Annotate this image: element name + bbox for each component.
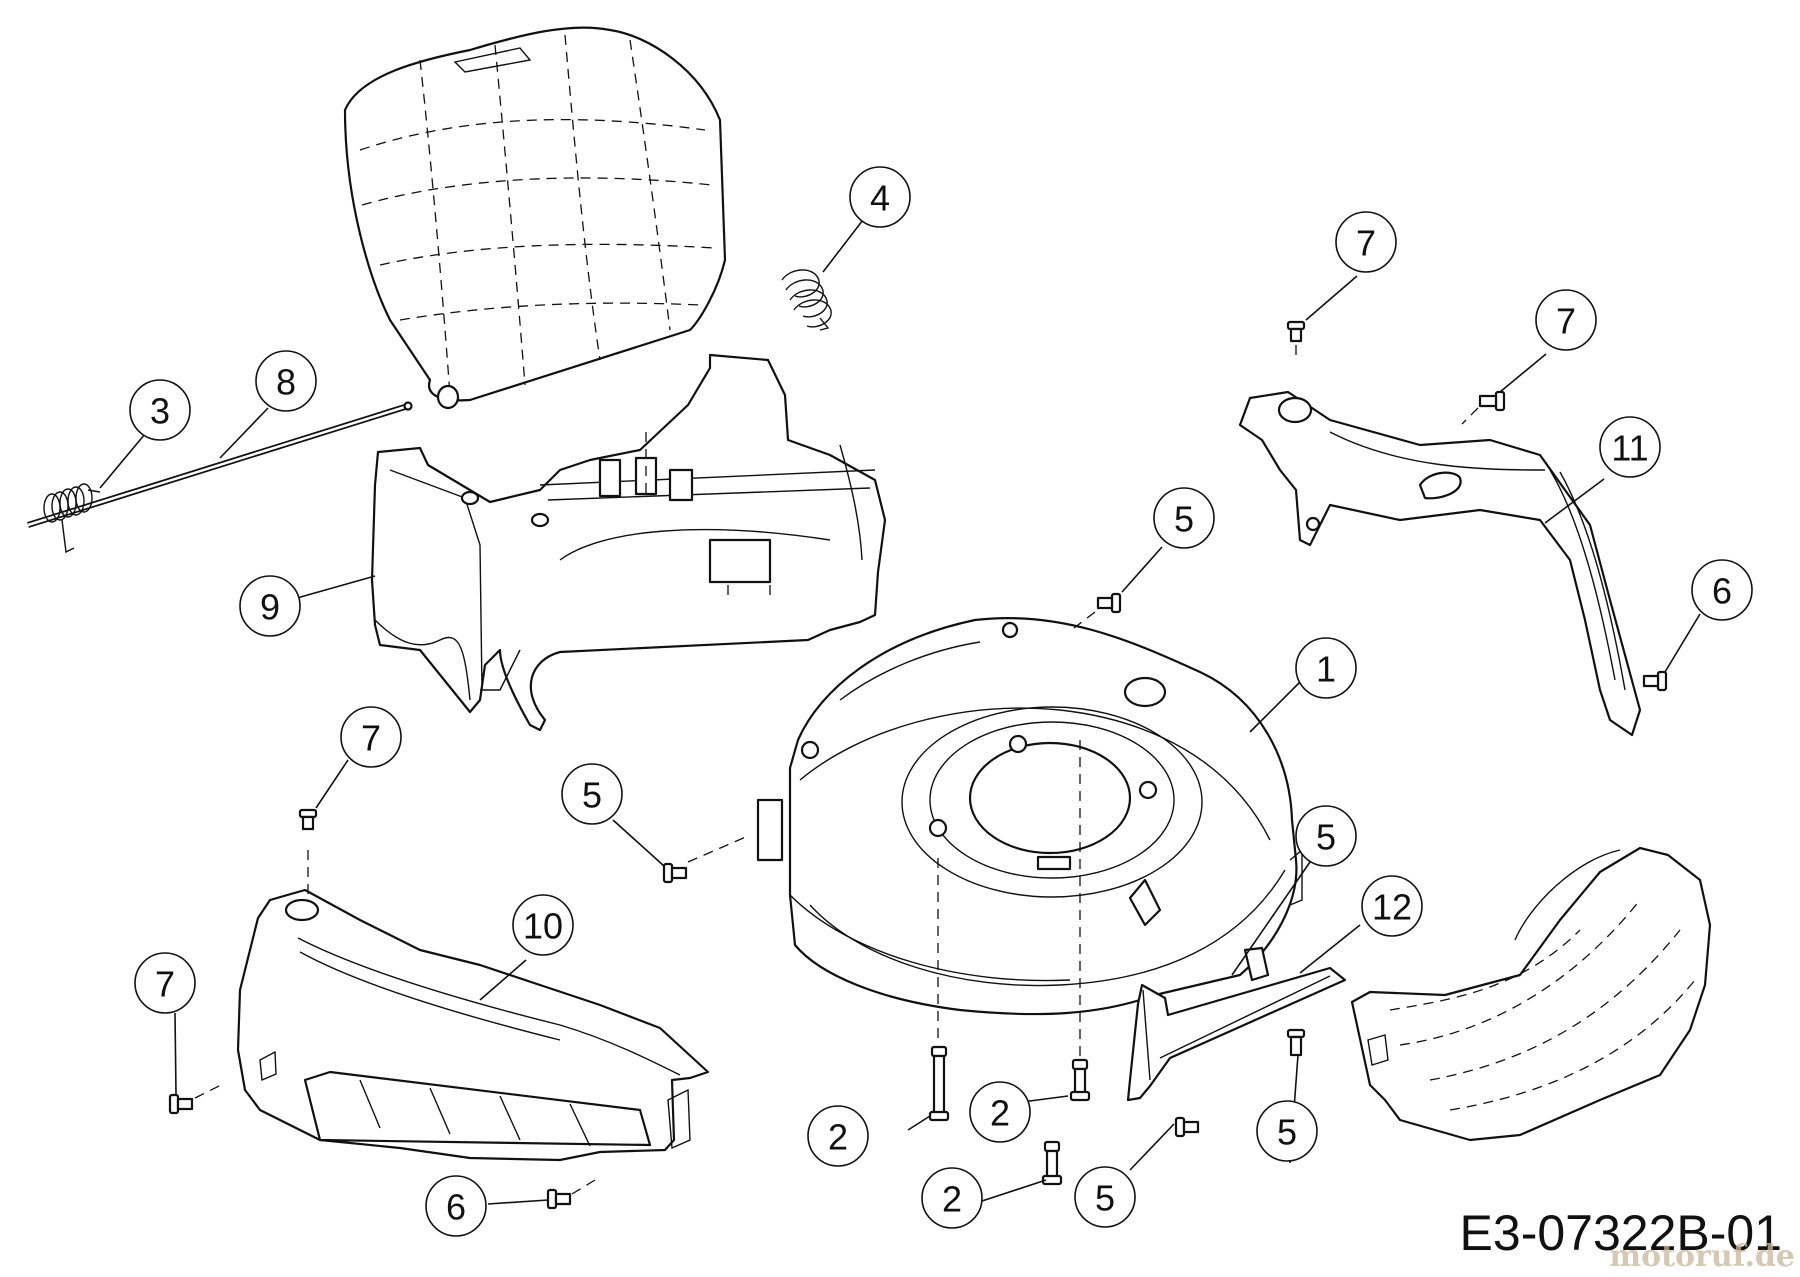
callout-6: 6	[425, 1175, 487, 1237]
callout-number: 6	[446, 1187, 466, 1228]
callout-7: 7	[340, 706, 402, 768]
callout-circle	[340, 706, 402, 768]
callout-number: 5	[1277, 1112, 1297, 1153]
callout-circle	[1691, 559, 1753, 621]
rod-part-8	[27, 401, 413, 528]
callout-4: 4	[849, 166, 911, 228]
callout-circle	[255, 350, 317, 412]
screw-part-5-lower-b	[1286, 1028, 1306, 1057]
callout-1: 1	[1295, 637, 1357, 699]
callout-number: 5	[1095, 1178, 1115, 1219]
callout-number: 7	[155, 964, 175, 1005]
callout-5: 5	[1074, 1166, 1136, 1228]
callout-5: 5	[1153, 487, 1215, 549]
callout-2: 2	[807, 1105, 869, 1167]
callout-number: 5	[582, 775, 602, 816]
callout-number: 7	[361, 718, 381, 759]
callout-circle	[512, 894, 574, 956]
callout-circle	[561, 763, 623, 825]
callout-number: 2	[942, 1179, 962, 1220]
callout-circle	[1335, 211, 1397, 273]
callout-circle	[807, 1105, 869, 1167]
callout-3: 3	[129, 379, 191, 441]
callout-circle	[134, 952, 196, 1014]
screw-part-6-right	[1642, 670, 1668, 692]
grass-catcher-bag	[343, 26, 727, 410]
callout-number: 2	[990, 1093, 1010, 1134]
deck-part-1	[756, 616, 1303, 1080]
bolt-part-2-c	[1041, 1140, 1063, 1186]
callout-number: 7	[1556, 301, 1576, 342]
callout-2: 2	[921, 1167, 983, 1229]
callout-circle	[1074, 1166, 1136, 1228]
callout-7: 7	[1335, 211, 1397, 273]
callout-number: 1	[1316, 649, 1336, 690]
callout-number: 6	[1712, 571, 1732, 612]
callout-number: 10	[523, 906, 563, 947]
callout-number: 8	[276, 362, 296, 403]
callout-5: 5	[561, 763, 623, 825]
torsion-spring-part-4	[781, 269, 832, 331]
callout-10: 10	[512, 894, 574, 956]
screw-part-6-bottom	[546, 1179, 596, 1210]
callout-circle	[921, 1167, 983, 1229]
callout-number: 11	[1611, 428, 1648, 469]
mulch-plate-part-12	[1126, 966, 1347, 1102]
screw-part-7-left	[298, 808, 318, 895]
callout-number: 12	[1372, 887, 1412, 928]
side-rail-part-10	[236, 888, 710, 1162]
callout-circle	[1153, 487, 1215, 549]
drawing-code: E3-07322B-01	[1460, 1205, 1782, 1261]
callout-circle	[1295, 637, 1357, 699]
callout-number: 4	[870, 178, 890, 219]
callout-number: 7	[1356, 223, 1376, 264]
callout-circle	[1599, 416, 1661, 478]
callout-circle	[1256, 1100, 1318, 1162]
screw-part-5-upper	[1073, 592, 1122, 629]
side-rail-part-11	[1238, 390, 1642, 737]
screw-part-7-right	[1461, 390, 1506, 425]
callout-6: 6	[1691, 559, 1753, 621]
bolt-part-2-a	[928, 1045, 950, 1122]
callout-12: 12	[1361, 875, 1423, 937]
callout-circle	[1535, 289, 1597, 351]
bolt-part-2-b	[1069, 1058, 1091, 1102]
screw-part-7-top	[1286, 320, 1306, 360]
screw-part-5-left	[662, 835, 749, 884]
callout-5: 5	[1295, 805, 1357, 867]
callout-5: 5	[1256, 1100, 1318, 1162]
watermark-text: motoruf.de	[1609, 1239, 1795, 1272]
callout-circle	[129, 379, 191, 441]
callout-number: 9	[260, 587, 280, 628]
callout-circle	[239, 575, 301, 637]
callout-circle	[969, 1081, 1031, 1143]
screw-part-7-bottom-left	[168, 1082, 226, 1115]
callout-7: 7	[1535, 289, 1597, 351]
rear-frame-part-9	[370, 353, 887, 732]
rear-discharge-flap	[1350, 846, 1712, 1142]
callout-number: 3	[150, 391, 170, 432]
callout-8: 8	[255, 350, 317, 412]
callout-7: 7	[134, 952, 196, 1014]
callout-circle	[849, 166, 911, 228]
callout-9: 9	[239, 575, 301, 637]
callout-11: 11	[1599, 416, 1661, 478]
callout-circle	[425, 1175, 487, 1237]
callout-number: 5	[1316, 817, 1336, 858]
callout-circle	[1295, 805, 1357, 867]
screw-part-5-lower-a	[1174, 1116, 1200, 1138]
callout-number: 5	[1174, 499, 1194, 540]
spring-part-3	[43, 483, 101, 554]
callout-circle	[1361, 875, 1423, 937]
callout-number: 2	[828, 1117, 848, 1158]
callout-2: 2	[969, 1081, 1031, 1143]
